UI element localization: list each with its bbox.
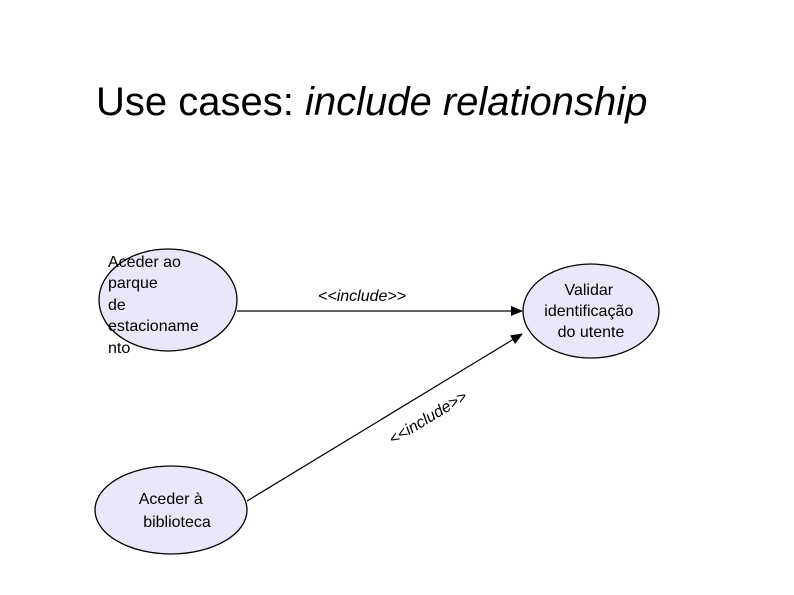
parking-label-line-2: parque [108,275,158,292]
use-case-validate-label: Validar identificação do utente [544,282,637,341]
use-case-parking-label: Aceder ao parque de estacioname nto [108,254,203,357]
use-case-library-label: Aceder à biblioteca [139,491,211,531]
library-label-line-1: Aceder à [139,491,203,508]
include-label-diagonal: <<include>> [386,388,470,448]
use-case-parking[interactable] [98,248,238,352]
parking-label-line-1: Aceder ao [108,254,181,271]
validate-label-line-1: Validar [564,282,613,299]
parking-label-line-3: de [108,297,126,314]
include-arrow-library-to-validate[interactable] [246,333,523,502]
include-label-top: <<include>> [318,288,406,305]
slide-title: Use cases: include relationship [96,78,647,126]
validate-label-line-3: do utente [558,324,625,341]
validate-label-line-2: identificação [544,303,633,320]
parking-label-line-4: estacioname [108,318,199,335]
use-case-library[interactable] [94,465,248,555]
title-emphasis: include relationship [304,80,648,124]
library-label-line-2: biblioteca [143,514,211,531]
parking-label-line-5: nto [108,340,130,357]
use-case-validate[interactable] [522,263,660,359]
title-prefix: Use cases: [96,80,305,124]
